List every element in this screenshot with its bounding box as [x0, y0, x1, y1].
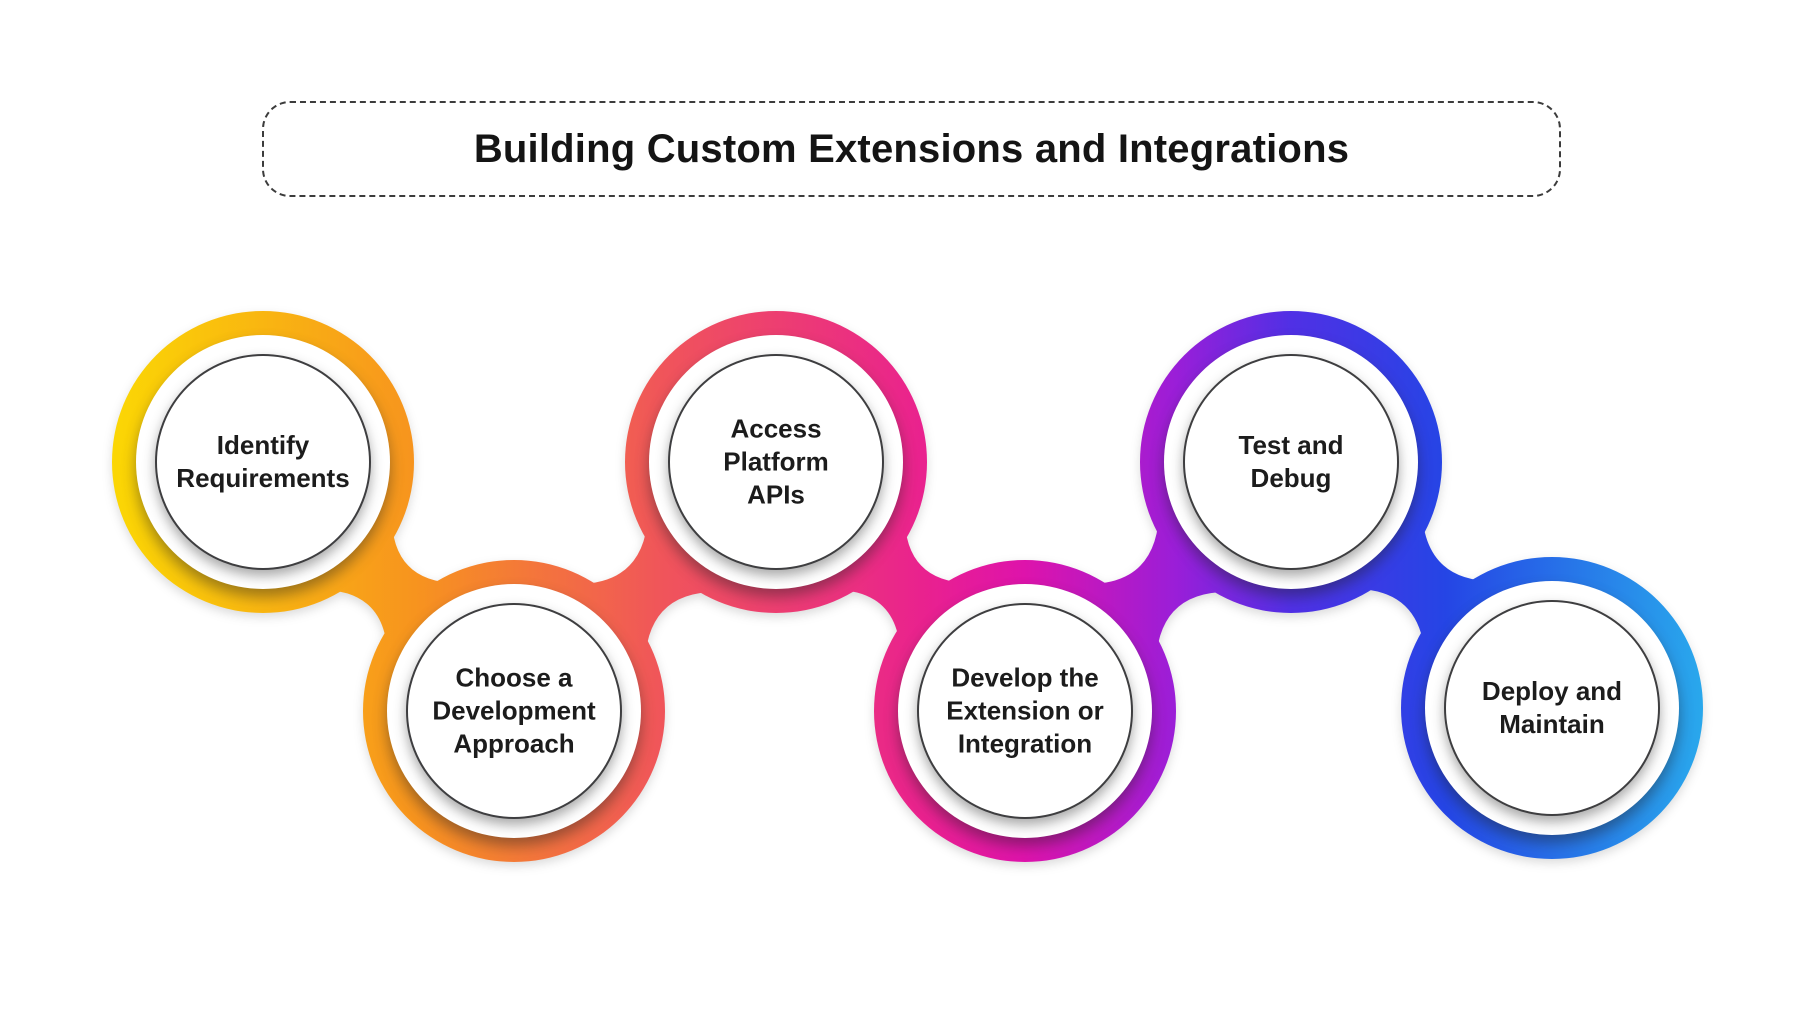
step-circle	[668, 354, 884, 570]
connector-5-6	[1303, 464, 1544, 706]
step-label-test-and-debug: Test and Debug	[1238, 429, 1344, 493]
step-node-test-and-debug	[1140, 311, 1442, 613]
step-circle	[917, 603, 1133, 819]
page-title: Building Custom Extensions and Integrati…	[473, 126, 1350, 171]
connector-2-3	[526, 467, 767, 709]
step-label-access-platform-apis: Access Platform APIs	[723, 413, 829, 510]
step-node-deploy-and-maintain	[1401, 557, 1703, 859]
step-node-develop-extension-or-integration	[874, 560, 1176, 862]
step-circle	[155, 354, 371, 570]
step-label-choose-development-approach: Choose a Development Approach	[432, 662, 596, 759]
process-chain	[112, 311, 1703, 862]
step-label-deploy-and-maintain: Deploy and Maintain	[1481, 675, 1623, 739]
step-node-access-platform-apis	[625, 311, 927, 613]
step-node-identify-requirements	[112, 311, 414, 613]
step-circle	[406, 603, 622, 819]
step-node-choose-development-approach	[363, 560, 665, 862]
step-label-develop-extension-or-integration: Develop the Extension or Integration	[946, 662, 1104, 759]
connector-4-5	[1037, 467, 1278, 709]
connector-3-4	[784, 467, 1021, 706]
step-circle	[1444, 600, 1660, 816]
step-circle	[1183, 354, 1399, 570]
connector-1-2	[271, 467, 508, 706]
step-label-identify-requirements: Identify Requirements	[176, 429, 350, 493]
title-box: Building Custom Extensions and Integrati…	[262, 101, 1561, 197]
